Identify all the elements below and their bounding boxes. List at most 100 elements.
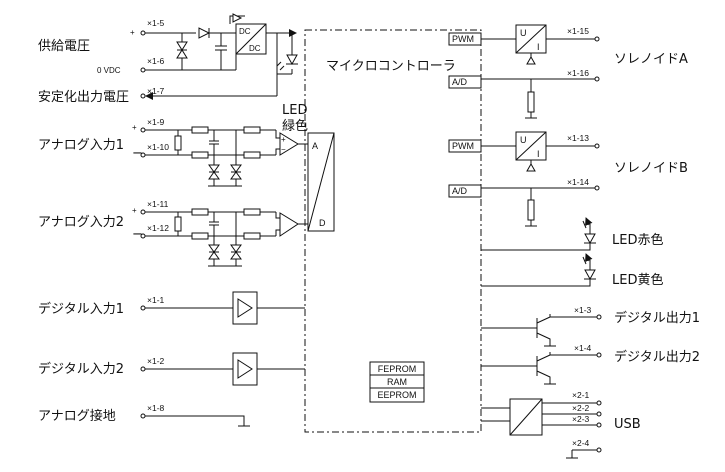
pin-1-1: ×1-1 xyxy=(147,295,165,305)
terminal-1-11 xyxy=(140,209,146,215)
svg-text:A/D: A/D xyxy=(452,186,468,196)
memory-ram: RAM xyxy=(387,377,407,387)
memory-eeprom: EEPROM xyxy=(377,390,416,400)
digital-input-1-buffer xyxy=(232,291,258,325)
plus-sign: + xyxy=(130,28,135,37)
pin-1-13: ×1-13 xyxy=(567,133,589,143)
memory-feprom: FEPROM xyxy=(378,364,417,374)
digital-output-1-transistor xyxy=(481,314,556,347)
svg-text:DC: DC xyxy=(239,27,251,36)
terminal-2-4 xyxy=(596,447,602,453)
terminal-1-15 xyxy=(594,36,600,42)
terminal-1-16 xyxy=(594,76,600,82)
pin-1-4: ×1-4 xyxy=(574,343,592,353)
svg-text:PWM: PWM xyxy=(452,34,474,44)
sense-resistor-b xyxy=(527,199,535,221)
usb-label: USB xyxy=(614,417,641,432)
supply-diode xyxy=(198,27,211,39)
svg-text:−: − xyxy=(281,145,286,154)
digital-input-1-label: デジタル入力1 xyxy=(38,301,124,317)
digital-output-2-transistor xyxy=(481,352,556,385)
microcontroller-boundary xyxy=(304,29,482,433)
terminal-1-5 xyxy=(140,30,146,36)
memory-block xyxy=(369,361,425,403)
pin-2-3: ×2-3 xyxy=(572,414,590,424)
solenoid-b-label: ソレノイドB xyxy=(614,161,688,176)
solenoid-a-label: ソレノイドA xyxy=(614,52,688,67)
red-led-icon xyxy=(584,233,596,245)
resistor xyxy=(191,208,209,216)
resistor xyxy=(243,208,261,216)
svg-text:I: I xyxy=(537,42,540,52)
green-led-icon xyxy=(286,54,298,66)
terminal-1-10 xyxy=(140,152,146,158)
resistor xyxy=(243,126,261,134)
resistor xyxy=(191,126,209,134)
zero-vdc-label: 0 VDC xyxy=(97,66,121,75)
digital-output-2-label: デジタル出力2 xyxy=(614,349,700,365)
pin-1-2: ×1-2 xyxy=(147,356,165,366)
terminal-1-12 xyxy=(140,233,146,239)
svg-text:D: D xyxy=(319,218,326,228)
pin-1-3: ×1-3 xyxy=(574,305,592,315)
resistor xyxy=(174,216,182,232)
svg-text:A: A xyxy=(312,141,318,151)
pin-2-1: ×2-1 xyxy=(572,390,590,400)
pin-1-10: ×1-10 xyxy=(147,142,169,152)
analog-input-2-label: アナログ入力2 xyxy=(38,215,124,230)
terminal-1-6 xyxy=(140,67,146,73)
led-yellow-label: LED黄色 xyxy=(612,272,663,288)
pin-1-6: ×1-6 xyxy=(147,56,165,66)
minus-sign: − xyxy=(132,146,143,161)
svg-text:U: U xyxy=(520,28,527,38)
ad-box-a xyxy=(448,75,482,89)
terminal-2-3 xyxy=(596,422,602,428)
resistor xyxy=(191,151,209,159)
svg-text:DC: DC xyxy=(249,44,261,53)
sense-resistor-a xyxy=(527,91,535,113)
ad-box-b xyxy=(448,184,482,198)
terminal-1-8 xyxy=(140,413,146,419)
terminal-2-1 xyxy=(596,400,602,406)
ground-symbol xyxy=(145,415,250,427)
pin-1-12: ×1-12 xyxy=(147,223,169,233)
terminal-1-1 xyxy=(140,305,146,311)
pin-2-4: ×2-4 xyxy=(572,438,590,448)
led-green-label-1: LED xyxy=(282,103,307,118)
terminal-1-2 xyxy=(140,366,146,372)
dcdc-enable-arrow xyxy=(229,15,245,24)
resistor xyxy=(191,232,209,240)
supply-capacitor xyxy=(215,33,227,70)
pin-1-9: ×1-9 xyxy=(147,117,165,127)
svg-text:U: U xyxy=(520,135,527,145)
led-green-label-2: 緑色 xyxy=(282,118,308,134)
analog-input-1-label: アナログ入力1 xyxy=(38,138,124,153)
terminal-2-2 xyxy=(596,411,602,417)
pin-1-7: ×1-7 xyxy=(147,86,165,96)
yellow-led-icon xyxy=(584,269,596,281)
pin-1-5: ×1-5 xyxy=(147,18,165,28)
terminal-1-7 xyxy=(140,93,146,99)
svg-text:A/D: A/D xyxy=(452,77,468,87)
terminal-1-3 xyxy=(596,314,602,320)
terminal-1-13 xyxy=(594,143,600,149)
svg-text:I: I xyxy=(537,149,540,159)
microcontroller-label: マイクロコントローラ xyxy=(326,59,456,74)
terminal-1-9 xyxy=(140,127,146,133)
svg-text:+: + xyxy=(132,206,137,215)
terminal-1-4 xyxy=(596,352,602,358)
terminal-1-14 xyxy=(594,185,600,191)
op-amp-1 xyxy=(279,132,299,156)
digital-input-2-label: デジタル入力2 xyxy=(38,361,124,377)
digital-output-1-label: デジタル出力1 xyxy=(614,310,700,326)
svg-text:PWM: PWM xyxy=(452,141,474,151)
stabilized-output-label: 安定化出力電圧 xyxy=(38,90,129,105)
svg-text:+: + xyxy=(132,123,137,132)
pin-1-15: ×1-15 xyxy=(567,26,589,36)
svg-text:−: − xyxy=(132,227,143,242)
led-red-label: LED赤色 xyxy=(612,232,663,248)
pin-1-14: ×1-14 xyxy=(567,177,589,187)
resistor xyxy=(243,232,261,240)
supply-voltage-label: 供給電圧 xyxy=(38,39,90,54)
